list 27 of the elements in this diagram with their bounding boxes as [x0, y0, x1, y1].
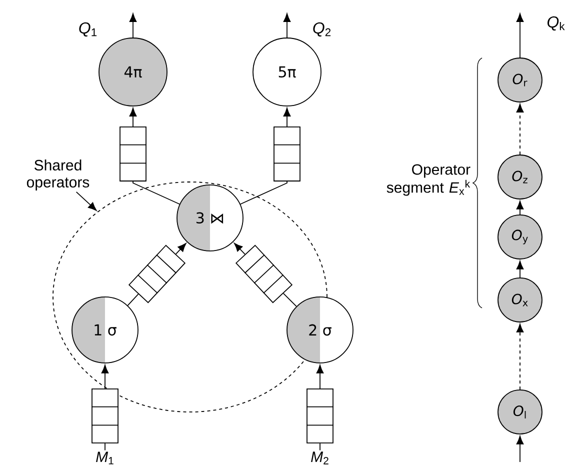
- queue-box: [273, 126, 301, 182]
- arrow: [129, 13, 137, 38]
- arrow: [316, 364, 324, 389]
- text-label: Q$_{2}$: [313, 22, 331, 37]
- arrow: [101, 364, 109, 389]
- node-label: 2 σ: [309, 324, 332, 336]
- arrow: [234, 242, 246, 255]
- arrow: [283, 13, 291, 38]
- text-label: M$_{2}$: [311, 452, 328, 464]
- arrow: [175, 243, 186, 254]
- arrow: [76, 191, 97, 211]
- text-label: Q$_{1}$: [79, 22, 97, 37]
- arrow: [516, 324, 524, 390]
- arrow: [516, 260, 524, 278]
- arrow: [129, 108, 137, 127]
- queue-box: [119, 126, 147, 182]
- arrow: [516, 436, 524, 462]
- arrow: [516, 200, 524, 215]
- text-label: Operator segment E$_{x}$k: [386, 164, 470, 196]
- text-label: Q$_{k}$: [548, 16, 565, 31]
- arrow: [516, 104, 524, 155]
- queue-box: [306, 388, 334, 444]
- arrow: [516, 13, 524, 58]
- arrow: [283, 108, 291, 127]
- text-label: M$_{1}$: [96, 452, 114, 464]
- text-label: Shared operators: [26, 160, 90, 190]
- queue-box: [91, 388, 119, 444]
